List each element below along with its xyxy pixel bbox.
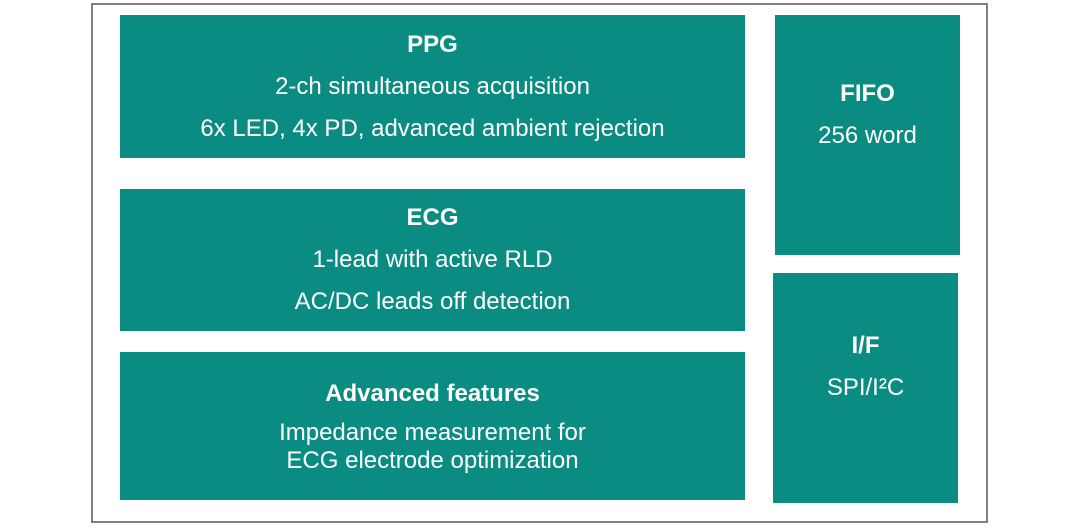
ppg-feature-2: 6x LED, 4x PD, advanced ambient rejectio…	[200, 114, 665, 142]
block-advanced-features: Advanced features Impedance measurement …	[120, 352, 745, 500]
advanced-features-line-1: Impedance measurement for	[279, 419, 586, 446]
advanced-features-title: Advanced features	[325, 380, 540, 407]
block-ppg: PPG 2-ch simultaneous acquisition 6x LED…	[120, 15, 745, 158]
block-fifo: FIFO 256 word	[775, 15, 960, 255]
interface-protocols: SPI/I²C	[826, 374, 905, 401]
fifo-capacity: 256 word	[818, 122, 917, 149]
ecg-feature-1: 1-lead with active RLD	[312, 246, 553, 273]
advanced-features-description: Impedance measurement for ECG electrode …	[279, 419, 586, 475]
block-interface: I/F SPI/I²C	[773, 273, 958, 503]
fifo-title: FIFO	[840, 80, 895, 107]
interface-title: I/F	[851, 332, 880, 359]
advanced-features-line-2: ECG electrode optimization	[286, 447, 579, 474]
ecg-feature-2: AC/DC leads off detection	[294, 288, 571, 315]
ecg-title: ECG	[406, 204, 459, 231]
block-ecg: ECG 1-lead with active RLD AC/DC leads o…	[120, 189, 745, 331]
ppg-feature-1: 2-ch simultaneous acquisition	[275, 72, 590, 100]
diagram-frame: PPG 2-ch simultaneous acquisition 6x LED…	[91, 3, 988, 523]
ppg-title: PPG	[407, 30, 458, 58]
